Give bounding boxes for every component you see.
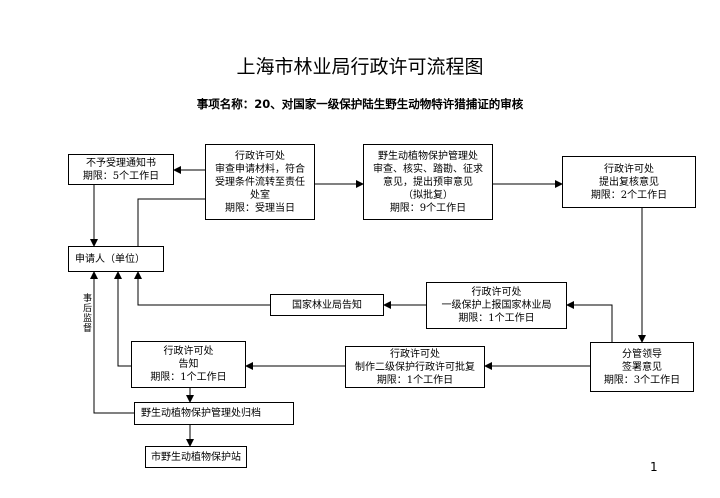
post-supervision-label: 事后监督: [81, 293, 91, 333]
box-line: 审查、核实、踏勘、征求: [373, 163, 483, 175]
box-line: 野生动植物保护管理处: [378, 150, 478, 162]
box-line: 国家林业局告知: [292, 299, 362, 311]
arrow-inform-to-applicant: [114, 271, 131, 367]
box-line: 提出复核意见: [599, 176, 659, 188]
box-line: 行政许可处: [471, 287, 522, 298]
box-line: 期限：受理当日: [225, 202, 295, 214]
box-line: 期限：9个工作日: [389, 202, 467, 214]
box-national-notify: 国家林业局告知: [270, 294, 384, 316]
box-line: 行政许可处: [390, 348, 440, 360]
box-line: 处室: [250, 189, 270, 201]
box-line: 签署意见: [622, 361, 662, 373]
box-line: 申请人（单位）: [75, 253, 145, 265]
arrow-leader-to-report: [566, 301, 613, 342]
box-refuse-notice: 不予受理通知书期限：5个工作日: [68, 154, 174, 185]
box-recheck: 行政许可处提出复核意见期限：2个工作日: [562, 156, 696, 208]
box-line: 受理条件流转至责任: [215, 176, 305, 188]
box-report-national: 行政许可处一级保护上报国家林业局期限：1个工作日: [426, 282, 567, 329]
box-line: 不予受理通知书: [86, 157, 156, 169]
box-line: 行政许可处: [163, 346, 214, 357]
box-line: 期限：1个工作日: [458, 313, 535, 324]
box-line: 制作二级保护行政许可批复: [355, 361, 475, 373]
box-line: 期限：3个工作日: [603, 374, 681, 386]
box-line: 期限：5个工作日: [82, 170, 160, 182]
arrow-notify-to-applicant: [134, 271, 270, 306]
box-line: 一级保护上报国家林业局: [441, 300, 552, 311]
box-line: 期限：1个工作日: [376, 374, 454, 386]
item-name: 事项名称：20、对国家一级保护陆生野生动物特许猎捕证的审核: [196, 97, 524, 111]
box-line: 野生动植物保护管理处归档: [141, 408, 261, 419]
box-line: 行政许可处: [235, 150, 285, 162]
box-wildlife-review: 野生动植物保护管理处审查、核实、踏勘、征求意见，提出预审意见（拟批复）期限：9个…: [363, 144, 493, 220]
box-line: 期限：1个工作日: [150, 372, 227, 383]
box-line: 市野生动植物保护站: [151, 451, 241, 463]
arrow-applicant-to-accept: [137, 198, 205, 246]
box-line: 行政许可处: [604, 163, 654, 175]
box-line: 期限：2个工作日: [590, 189, 668, 201]
box-inform: 行政许可处告知期限：1个工作日: [131, 341, 246, 388]
box-line: 告知: [178, 359, 199, 370]
arrow-archive-to-applicant: [90, 271, 134, 414]
box-station: 市野生动植物保护站: [145, 446, 247, 468]
box-applicant: 申请人（单位）: [68, 246, 164, 272]
page-number: 1: [650, 460, 658, 474]
box-line: 分管领导: [622, 348, 662, 360]
page-title: 上海市林业局行政许可流程图: [236, 56, 484, 78]
box-line: 意见，提出预审意见: [383, 176, 473, 188]
box-line: （拟批复）: [403, 189, 453, 201]
box-leader: 分管领导签署意见期限：3个工作日: [590, 342, 694, 392]
box-line: 审查申请材料，符合: [215, 163, 305, 175]
box-make-reply: 行政许可处制作二级保护行政许可批复期限：1个工作日: [345, 346, 485, 388]
box-archive: 野生动植物保护管理处归档: [134, 402, 294, 425]
box-accept: 行政许可处审查申请材料，符合受理条件流转至责任处室期限：受理当日: [205, 144, 315, 220]
